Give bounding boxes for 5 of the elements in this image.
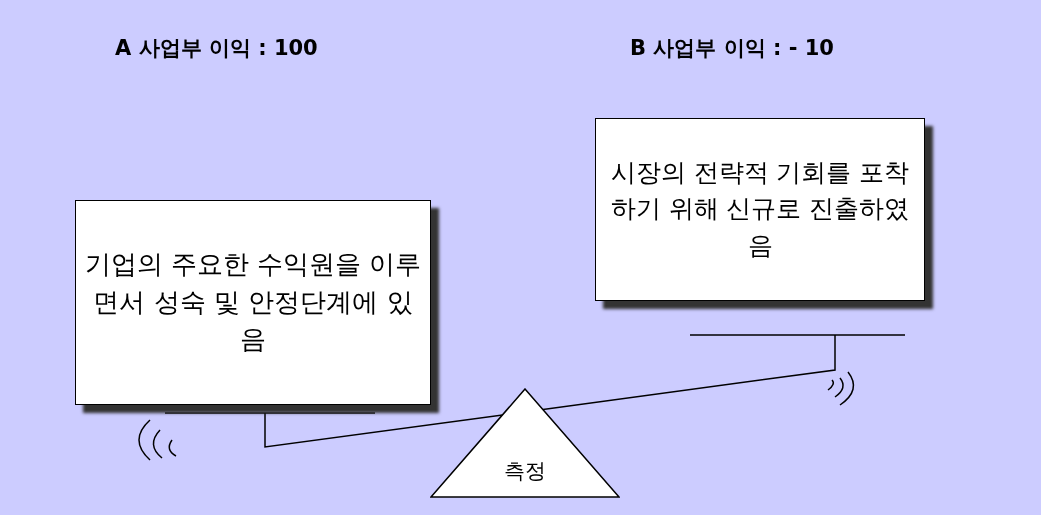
- fulcrum-label: 측정: [504, 458, 546, 485]
- text-box: 시장의 전략적 기회를 포착하기 위해 신규로 진출하였음: [595, 118, 925, 301]
- text-box: 기업의 주요한 수익원을 이루면서 성숙 및 안정단계에 있음: [75, 200, 431, 405]
- profit-heading: B 사업부 이익 : - 10: [630, 35, 834, 62]
- profit-heading: A 사업부 이익 : 100: [115, 35, 318, 62]
